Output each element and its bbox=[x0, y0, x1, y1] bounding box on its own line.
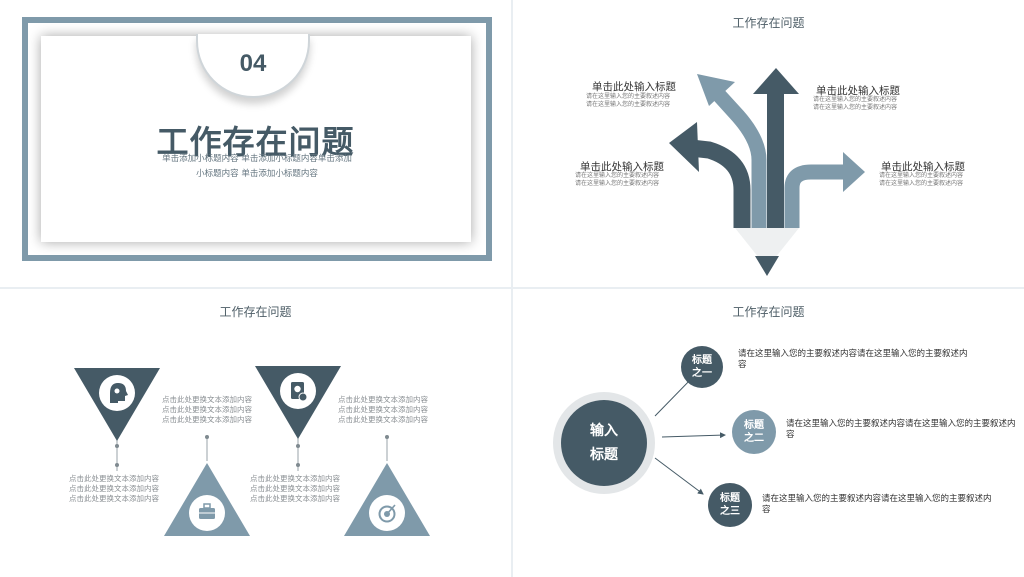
item-3-circle[interactable]: 标题之三 bbox=[708, 483, 752, 527]
arrow-right bbox=[784, 164, 845, 228]
subtitle-line-2: 小标题内容 单击添加小标题内容 bbox=[196, 169, 318, 179]
arrow-left-low-head bbox=[669, 122, 699, 172]
pencil-tip bbox=[735, 228, 799, 268]
target-icon bbox=[369, 495, 405, 531]
label-mid-left-body: 请在这里输入您的主要叙述内容请在这里输入您的主要叙述内容 bbox=[575, 172, 660, 187]
slide-triangles[interactable]: 工作存在问题 bbox=[0, 289, 511, 577]
slide-title: 工作存在问题 bbox=[732, 16, 805, 30]
arrow-to-item-2 bbox=[661, 432, 726, 439]
arrow-center-head bbox=[753, 68, 799, 94]
text-block-2: 点击此处更换文本添加内容点击此处更换文本添加内容点击此处更换文本添加内容 bbox=[69, 474, 159, 503]
section-title: 工作存在问题 bbox=[156, 124, 355, 160]
label-top-left-body: 请在这里输入您的主要叙述内容请在这里输入您的主要叙述内容 bbox=[586, 93, 671, 108]
slide-hub[interactable]: 工作存在问题 输入标题 标题之一 请在这里输入您的主要叙述内容请在这里输入您的主… bbox=[513, 289, 1024, 577]
slide-arrows[interactable]: 工作存在问题 单击此处输入标题 请在这里输入您的主要叙述内容请在这里输入您的主要… bbox=[513, 0, 1024, 287]
user-head-icon bbox=[99, 375, 135, 411]
center-circle[interactable]: 输入标题 bbox=[561, 400, 647, 486]
label-mid-right-body: 请在这里输入您的主要叙述内容请在这里输入您的主要叙述内容 bbox=[879, 172, 964, 187]
triangles-graphic bbox=[74, 366, 430, 536]
item-1-desc: 请在这里输入您的主要叙述内容请在这里输入您的主要叙述内容 bbox=[738, 349, 968, 370]
text-block-3: 点击此处更换文本添加内容点击此处更换文本添加内容点击此处更换文本添加内容 bbox=[338, 395, 428, 424]
label-mid-left-heading: 单击此处输入标题 bbox=[580, 161, 664, 173]
label-top-right-heading: 单击此处输入标题 bbox=[816, 85, 900, 97]
document-money-icon bbox=[280, 373, 316, 409]
arrow-left-up bbox=[712, 88, 767, 228]
slide-title-04[interactable]: 04 工作存在问题 单击添加小标题内容 单击添加小标题内容单击添加 小标题内容 … bbox=[0, 0, 511, 287]
arrow-right-head bbox=[843, 152, 865, 192]
text-block-4: 点击此处更换文本添加内容点击此处更换文本添加内容点击此处更换文本添加内容 bbox=[250, 474, 340, 503]
arrow-center bbox=[767, 92, 784, 228]
arrow-left-low bbox=[690, 139, 751, 228]
center-ring: 输入标题 bbox=[553, 392, 655, 494]
label-top-right-body: 请在这里输入您的主要叙述内容请在这里输入您的主要叙述内容 bbox=[813, 96, 898, 111]
outer-frame bbox=[22, 17, 492, 261]
pencil-lead bbox=[755, 256, 779, 276]
label-mid-right-heading: 单击此处输入标题 bbox=[881, 161, 965, 173]
section-number: 04 bbox=[239, 50, 267, 77]
text-block-1: 点击此处更换文本添加内容点击此处更换文本添加内容点击此处更换文本添加内容 bbox=[162, 395, 252, 424]
slide-title: 工作存在问题 bbox=[732, 305, 805, 319]
arrow-left-up-head bbox=[697, 74, 735, 106]
arrows-pencil-graphic bbox=[669, 68, 865, 276]
label-top-left-heading: 单击此处输入标题 bbox=[592, 81, 676, 93]
slide-title: 工作存在问题 bbox=[219, 305, 292, 319]
item-2-circle[interactable]: 标题之二 bbox=[732, 410, 776, 454]
item-2-desc: 请在这里输入您的主要叙述内容请在这里输入您的主要叙述内容 bbox=[786, 419, 1016, 440]
item-3-desc: 请在这里输入您的主要叙述内容请在这里输入您的主要叙述内容 bbox=[762, 494, 992, 515]
arrow-to-item-3 bbox=[654, 457, 704, 495]
subtitle-line-1: 单击添加小标题内容 单击添加小标题内容单击添加 bbox=[162, 154, 352, 164]
briefcase-icon bbox=[189, 495, 225, 531]
item-1-circle[interactable]: 标题之一 bbox=[681, 346, 723, 388]
